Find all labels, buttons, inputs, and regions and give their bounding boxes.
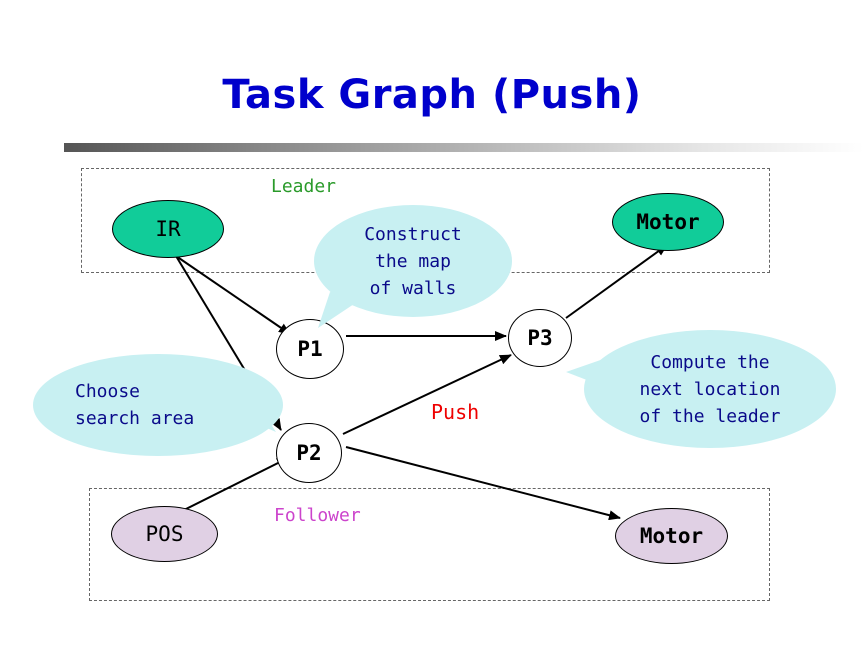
motor-leader-node: Motor	[612, 193, 724, 251]
edge-p2-motor-follower	[345, 446, 621, 521]
edge-pos-p2	[183, 457, 289, 511]
choose-bubble: Choose search area	[33, 354, 283, 456]
compute-bubble-text: Compute the next location of the leader	[639, 351, 781, 427]
push-edge-label: Push	[431, 400, 480, 424]
p2-node-label: P2	[296, 441, 322, 465]
p1-node-label: P1	[297, 337, 323, 361]
motor-leader-node-label: Motor	[636, 210, 700, 234]
pos-node-label: POS	[145, 522, 184, 546]
edge-p3-motor-leader	[565, 244, 668, 319]
construct-bubble: Construct the map of walls	[314, 205, 512, 317]
p1-node: P1	[276, 319, 344, 379]
p3-node-label: P3	[527, 326, 553, 350]
compute-bubble: Compute the next location of the leader	[584, 330, 836, 448]
diagram-title: Task Graph (Push)	[222, 72, 642, 118]
p3-node: P3	[508, 309, 572, 367]
ir-node-label: IR	[155, 217, 181, 241]
title-underline-bar	[64, 143, 864, 152]
ir-node: IR	[112, 200, 224, 258]
p2-node: P2	[276, 423, 342, 483]
edge-p2-p3	[342, 354, 512, 435]
pos-node: POS	[111, 506, 218, 562]
edge-ir-p1	[175, 255, 291, 335]
choose-bubble-text: Choose search area	[75, 381, 195, 429]
construct-bubble-text: Construct the map of walls	[364, 223, 462, 299]
motor-follower-node-label: Motor	[639, 524, 704, 548]
follower-group-box	[89, 488, 770, 601]
motor-follower-node: Motor	[615, 508, 728, 564]
leader-group-label: Leader	[271, 176, 337, 197]
follower-group-label: Follower	[274, 505, 361, 526]
